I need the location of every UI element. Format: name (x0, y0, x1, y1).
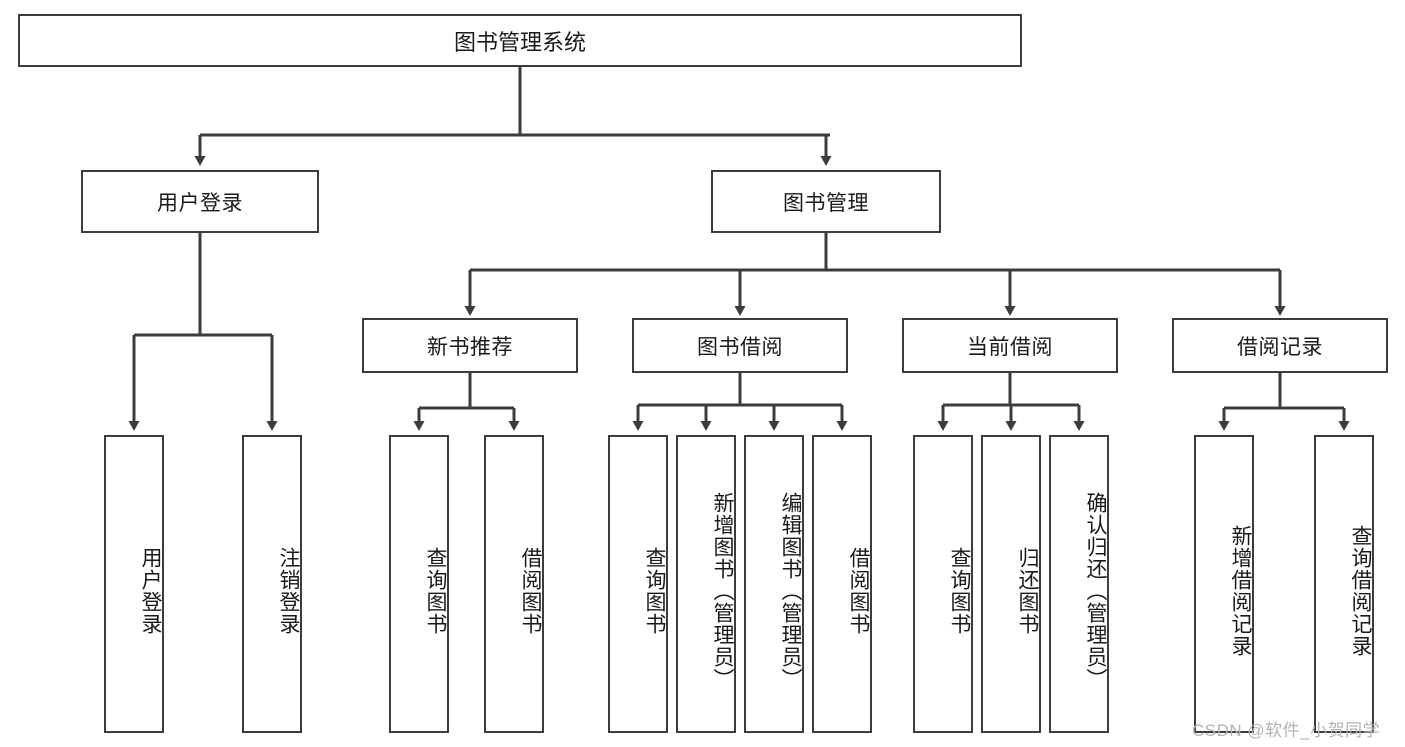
node-leaf-query-book-3[interactable]: 查询图书 (913, 435, 973, 733)
node-current-borrow-label: 当前借阅 (967, 335, 1053, 359)
node-leaf-return-book-label: 归还图书 (1016, 547, 1039, 635)
node-leaf-query-book-2-label: 查询图书 (643, 547, 666, 635)
node-book-manage[interactable]: 图书管理 (711, 170, 941, 233)
node-leaf-edit-book-label: 编辑图书（管理员） (779, 492, 802, 690)
node-current-borrow[interactable]: 当前借阅 (902, 318, 1118, 373)
node-leaf-confirm-return[interactable]: 确认归还（管理员） (1049, 435, 1109, 733)
node-root[interactable]: 图书管理系统 (18, 14, 1022, 67)
node-leaf-user-login-label: 用户登录 (139, 547, 162, 635)
node-leaf-query-book-1[interactable]: 查询图书 (389, 435, 449, 733)
node-book-borrow-label: 图书借阅 (697, 335, 783, 359)
node-leaf-return-book[interactable]: 归还图书 (981, 435, 1041, 733)
node-borrow-record[interactable]: 借阅记录 (1172, 318, 1388, 373)
node-leaf-edit-book[interactable]: 编辑图书（管理员） (744, 435, 804, 733)
node-leaf-borrow-book-1-label: 借阅图书 (519, 547, 542, 635)
node-leaf-add-record-label: 新增借阅记录 (1229, 525, 1252, 657)
node-user-login[interactable]: 用户登录 (81, 170, 319, 233)
node-new-book-recommend-label: 新书推荐 (427, 335, 513, 359)
node-leaf-query-record[interactable]: 查询借阅记录 (1314, 435, 1374, 733)
node-leaf-add-book-label: 新增图书（管理员） (711, 492, 734, 690)
node-book-borrow[interactable]: 图书借阅 (632, 318, 848, 373)
node-leaf-query-record-label: 查询借阅记录 (1349, 525, 1372, 657)
csdn-watermark: CSDN @软件_小贺同学 (1192, 721, 1381, 740)
node-leaf-add-record[interactable]: 新增借阅记录 (1194, 435, 1254, 733)
node-new-book-recommend[interactable]: 新书推荐 (362, 318, 578, 373)
node-book-manage-label: 图书管理 (783, 191, 869, 215)
node-leaf-query-book-2[interactable]: 查询图书 (608, 435, 668, 733)
node-leaf-borrow-book-2[interactable]: 借阅图书 (812, 435, 872, 733)
node-leaf-user-logout[interactable]: 注销登录 (242, 435, 302, 733)
node-user-login-label: 用户登录 (157, 191, 243, 215)
node-leaf-add-book[interactable]: 新增图书（管理员） (676, 435, 736, 733)
node-root-label: 图书管理系统 (453, 29, 586, 55)
node-leaf-confirm-return-label: 确认归还（管理员） (1084, 492, 1107, 690)
node-leaf-borrow-book-2-label: 借阅图书 (847, 547, 870, 635)
node-leaf-borrow-book-1[interactable]: 借阅图书 (484, 435, 544, 733)
node-leaf-query-book-1-label: 查询图书 (424, 547, 447, 635)
node-leaf-user-login[interactable]: 用户登录 (104, 435, 164, 733)
node-leaf-user-logout-label: 注销登录 (277, 547, 300, 635)
node-borrow-record-label: 借阅记录 (1237, 335, 1323, 359)
node-leaf-query-book-3-label: 查询图书 (948, 547, 971, 635)
